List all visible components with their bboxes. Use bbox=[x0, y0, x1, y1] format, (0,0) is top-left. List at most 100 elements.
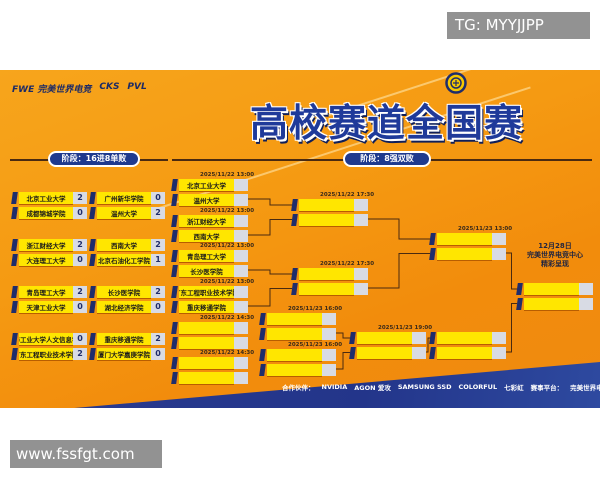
team-name: 成都锦城学院 bbox=[19, 207, 73, 219]
poster-title: 高校赛道全国赛 bbox=[250, 101, 524, 145]
slot-tag bbox=[171, 357, 178, 369]
slot-tag bbox=[429, 247, 436, 260]
stage2-team-slot bbox=[349, 332, 426, 344]
team-score bbox=[354, 213, 368, 226]
stage2-team-slot bbox=[171, 336, 248, 349]
team-name: 重庆移通学院 bbox=[179, 300, 234, 313]
team-score: 0 bbox=[151, 301, 165, 313]
slot-tag bbox=[171, 193, 178, 206]
team-name: 厦门大学嘉庚学院 bbox=[97, 348, 151, 360]
match-date: 2025/11/22 13:00 bbox=[200, 243, 255, 249]
stage2-team-slot bbox=[171, 371, 248, 384]
team-score bbox=[234, 229, 248, 242]
logo-fwe: FWE 完美世界电竞 bbox=[12, 85, 92, 95]
team-name: 温州大学 bbox=[179, 193, 234, 206]
final-tagline: 精彩呈现 bbox=[541, 260, 569, 268]
team-name: 西南大学 bbox=[97, 239, 151, 251]
match-date: 2025/11/22 13:00 bbox=[200, 279, 255, 285]
team-score bbox=[492, 233, 506, 245]
slot-tag bbox=[89, 348, 96, 360]
team-score: 2 bbox=[73, 286, 87, 298]
team-name: 广东工程职业技术学院 bbox=[179, 286, 234, 298]
stage1-team-slot: 广东工程职业技术学院2 bbox=[11, 348, 87, 360]
stage2-team-slot bbox=[291, 282, 368, 295]
slot-tag bbox=[89, 333, 96, 345]
watermark-site: www.fssfgt.com bbox=[10, 440, 162, 468]
team-name bbox=[179, 322, 234, 334]
team-score bbox=[354, 199, 368, 211]
team-score: 2 bbox=[151, 207, 165, 219]
slot-tag bbox=[89, 254, 96, 266]
team-score: 0 bbox=[73, 301, 87, 313]
team-score bbox=[322, 349, 336, 361]
team-name: 北京工业大学 bbox=[179, 179, 234, 191]
slot-tag bbox=[429, 332, 436, 344]
team-score: 2 bbox=[151, 286, 165, 298]
team-name bbox=[437, 332, 492, 344]
sponsor-logo: SAMSUNG SSD bbox=[397, 383, 452, 391]
team-score: 1 bbox=[151, 254, 165, 266]
slot-tag bbox=[349, 346, 356, 359]
team-name bbox=[437, 233, 492, 245]
team-name: 重庆移通学院 bbox=[97, 333, 151, 345]
slot-tag bbox=[171, 229, 178, 242]
team-score bbox=[234, 215, 248, 227]
stage2-team-slot bbox=[171, 357, 248, 369]
team-name bbox=[357, 332, 412, 344]
connector-line bbox=[248, 269, 292, 275]
team-score: 2 bbox=[151, 333, 165, 345]
team-name: 西南大学 bbox=[179, 229, 234, 242]
team-name bbox=[299, 268, 354, 280]
stage2-team-slot bbox=[429, 346, 506, 359]
team-name bbox=[437, 247, 492, 260]
team-score bbox=[579, 283, 593, 295]
stage2-team-slot bbox=[349, 346, 426, 359]
slot-tag bbox=[11, 254, 18, 266]
team-name bbox=[267, 327, 322, 340]
team-name bbox=[299, 282, 354, 295]
stage1-label: 阶段：16进8单败 bbox=[48, 151, 140, 167]
slot-tag bbox=[516, 297, 523, 310]
match-date: 2025/11/23 16:00 bbox=[288, 306, 343, 312]
team-score: 2 bbox=[73, 239, 87, 251]
team-score: 0 bbox=[151, 348, 165, 360]
team-name: 长沙医学院 bbox=[179, 264, 234, 277]
team-score bbox=[322, 327, 336, 340]
stage2-label: 阶段：8强双败 bbox=[343, 151, 431, 167]
team-name bbox=[179, 336, 234, 349]
match-date: 2025/11/22 14:30 bbox=[200, 350, 255, 356]
team-score: 2 bbox=[151, 239, 165, 251]
team-score bbox=[322, 313, 336, 325]
team-name: 浙江财经大学 bbox=[179, 215, 234, 227]
team-score: 0 bbox=[73, 254, 87, 266]
slot-tag bbox=[171, 371, 178, 384]
connector-line bbox=[426, 337, 430, 353]
team-name: 北京工业大学 bbox=[19, 192, 73, 204]
slot-tag bbox=[89, 192, 96, 204]
team-name bbox=[299, 199, 354, 211]
slot-tag bbox=[11, 192, 18, 204]
sponsor-logo: AGON 爱攻 bbox=[354, 384, 391, 392]
slot-tag bbox=[11, 301, 18, 313]
stage2-team-slot bbox=[259, 349, 336, 361]
team-score bbox=[234, 264, 248, 277]
stage2-team-slot bbox=[516, 297, 593, 310]
slot-tag bbox=[259, 327, 266, 340]
slot-tag bbox=[11, 207, 18, 219]
stage2-team-slot bbox=[429, 332, 506, 344]
stage2-team-slot: 重庆移通学院 bbox=[171, 300, 248, 313]
sponsor-logo: 赛事平台： bbox=[530, 384, 564, 392]
sponsor-logo: COLORFUL bbox=[458, 383, 498, 391]
team-score bbox=[234, 371, 248, 384]
slot-tag bbox=[171, 322, 178, 334]
sponsor-logo: 七彩虹 bbox=[504, 384, 524, 392]
slot-tag bbox=[291, 199, 298, 211]
team-score bbox=[354, 268, 368, 280]
